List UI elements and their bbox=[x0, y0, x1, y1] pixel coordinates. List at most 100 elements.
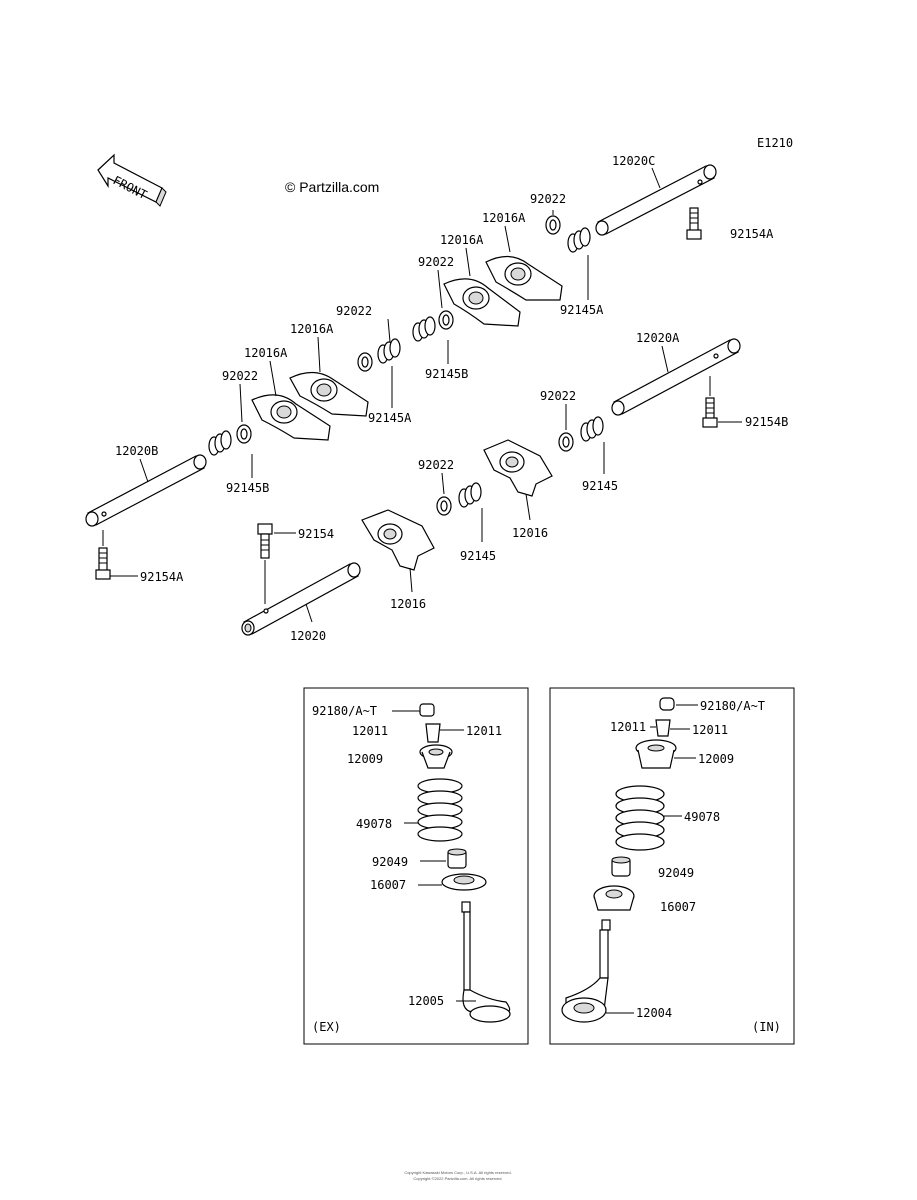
rocker-shaft-12020A bbox=[611, 338, 741, 416]
label-92154A-bottom: 92154A bbox=[140, 570, 184, 584]
in-label-12009: 12009 bbox=[698, 752, 734, 766]
rocker-arm-12016A-lower-right bbox=[289, 371, 369, 417]
in-label-49078: 49078 bbox=[684, 810, 720, 824]
label-92154: 92154 bbox=[298, 527, 334, 541]
label-92022-a: 92022 bbox=[530, 192, 566, 206]
label-12016A-d: 12016A bbox=[244, 346, 288, 360]
ex-retainer-12009 bbox=[419, 744, 453, 769]
in-spring-49078 bbox=[615, 785, 665, 851]
spring-92145B bbox=[208, 430, 232, 456]
label-92145A-a: 92145A bbox=[560, 303, 604, 317]
label-92145-b: 92145 bbox=[460, 549, 496, 563]
watermark: © Partzilla.com bbox=[285, 179, 379, 195]
spring-92145 bbox=[580, 416, 604, 442]
rocker-arm-12016A-lower-left bbox=[251, 394, 331, 441]
leader-line bbox=[387, 318, 391, 343]
in-cotter-12011 bbox=[655, 719, 671, 737]
ex-valve-12005 bbox=[461, 901, 511, 1023]
footer-copyright-1: Copyright Kawasaki Motors Corp., U.S.A. … bbox=[404, 1170, 511, 1175]
label-92022-f: 92022 bbox=[418, 458, 454, 472]
ex-caption: (EX) bbox=[312, 1020, 341, 1034]
in-seat-16007 bbox=[593, 885, 635, 911]
bolt-92154A-bottom bbox=[95, 547, 111, 580]
label-92022-b: 92022 bbox=[336, 304, 372, 318]
label-92145B-b: 92145B bbox=[226, 481, 269, 495]
diagram-code: E1210 bbox=[757, 136, 793, 150]
label-12020C: 12020C bbox=[612, 154, 655, 168]
intake-valve-panel bbox=[549, 687, 795, 1045]
rocker-arm-12016-left bbox=[361, 509, 435, 571]
leader-line bbox=[305, 603, 313, 623]
label-12020: 12020 bbox=[290, 629, 326, 643]
in-valve-12004 bbox=[561, 919, 611, 1023]
label-12020B: 12020B bbox=[115, 444, 158, 458]
leader-line bbox=[651, 167, 661, 189]
spring-92145B bbox=[412, 316, 436, 342]
rocker-shaft-12020 bbox=[241, 562, 361, 636]
in-label-92049: 92049 bbox=[658, 866, 694, 880]
ex-label-92180: 92180/A~T bbox=[312, 704, 377, 718]
in-cotter-92180 bbox=[659, 697, 675, 711]
ex-seal-92049 bbox=[447, 848, 467, 869]
ex-label-12011-a: 12011 bbox=[352, 724, 388, 738]
label-92145B-a: 92145B bbox=[425, 367, 468, 381]
label-12020A: 12020A bbox=[636, 331, 680, 345]
ex-label-12011-b: 12011 bbox=[466, 724, 502, 738]
leader-line bbox=[441, 472, 445, 495]
bolt-92154B bbox=[702, 397, 718, 428]
leader-line bbox=[239, 383, 243, 423]
in-caption: (IN) bbox=[752, 1020, 781, 1034]
label-92154A-top: 92154A bbox=[730, 227, 774, 241]
label-92022-c: 92022 bbox=[418, 255, 454, 269]
rocker-arm-12016A-upper-right bbox=[485, 255, 563, 301]
ex-label-12009: 12009 bbox=[347, 752, 383, 766]
ex-cotter-12011 bbox=[425, 723, 441, 743]
leader-line bbox=[269, 360, 277, 397]
ex-cotter-92180 bbox=[419, 703, 435, 717]
leader-line bbox=[139, 458, 149, 483]
in-seal-92049 bbox=[611, 856, 631, 877]
in-label-12004: 12004 bbox=[636, 1006, 672, 1020]
leader-line bbox=[317, 336, 321, 373]
leader-line bbox=[437, 269, 443, 309]
leader-line bbox=[504, 225, 511, 253]
label-92145A-b: 92145A bbox=[368, 411, 412, 425]
leader-line bbox=[465, 247, 471, 277]
label-12016A-a: 12016A bbox=[482, 211, 526, 225]
footer-copyright-2: Copyright ©2022 Partzilla.com. All right… bbox=[413, 1176, 502, 1181]
rocker-arm-12016-right bbox=[483, 439, 553, 497]
ex-label-49078: 49078 bbox=[356, 817, 392, 831]
in-label-12011-b: 12011 bbox=[692, 723, 728, 737]
bolt-92154A-top bbox=[686, 207, 702, 240]
label-92022-d: 92022 bbox=[222, 369, 258, 383]
ex-seat-16007 bbox=[441, 873, 487, 891]
ex-label-92049: 92049 bbox=[372, 855, 408, 869]
in-label-12011-a: 12011 bbox=[610, 720, 646, 734]
ex-label-16007: 16007 bbox=[370, 878, 406, 892]
ex-spring-49078 bbox=[417, 778, 463, 842]
spring-92145 bbox=[458, 482, 482, 508]
spring-92145A bbox=[377, 338, 401, 364]
label-92022-e: 92022 bbox=[540, 389, 576, 403]
in-label-92180: 92180/A~T bbox=[700, 699, 765, 713]
ex-label-12005: 12005 bbox=[408, 994, 444, 1008]
leader-line bbox=[525, 493, 531, 521]
front-arrow-icon: FRONT bbox=[97, 153, 167, 207]
label-12016-b: 12016 bbox=[390, 597, 426, 611]
in-label-16007: 16007 bbox=[660, 900, 696, 914]
exhaust-valve-panel bbox=[303, 687, 529, 1045]
leader-line bbox=[661, 345, 669, 373]
rocker-shaft-12020B bbox=[85, 454, 207, 527]
label-92154B: 92154B bbox=[745, 415, 788, 429]
label-92145-a: 92145 bbox=[582, 479, 618, 493]
label-12016A-c: 12016A bbox=[290, 322, 334, 336]
label-12016-a: 12016 bbox=[512, 526, 548, 540]
spring-92145A bbox=[567, 227, 591, 253]
rocker-arm-12016A-upper-left bbox=[443, 278, 521, 327]
leader-line bbox=[409, 567, 413, 593]
rocker-shaft-12020C bbox=[595, 164, 717, 236]
in-retainer-12009 bbox=[635, 739, 677, 769]
label-12016A-b: 12016A bbox=[440, 233, 484, 247]
bolt-92154 bbox=[257, 523, 273, 559]
